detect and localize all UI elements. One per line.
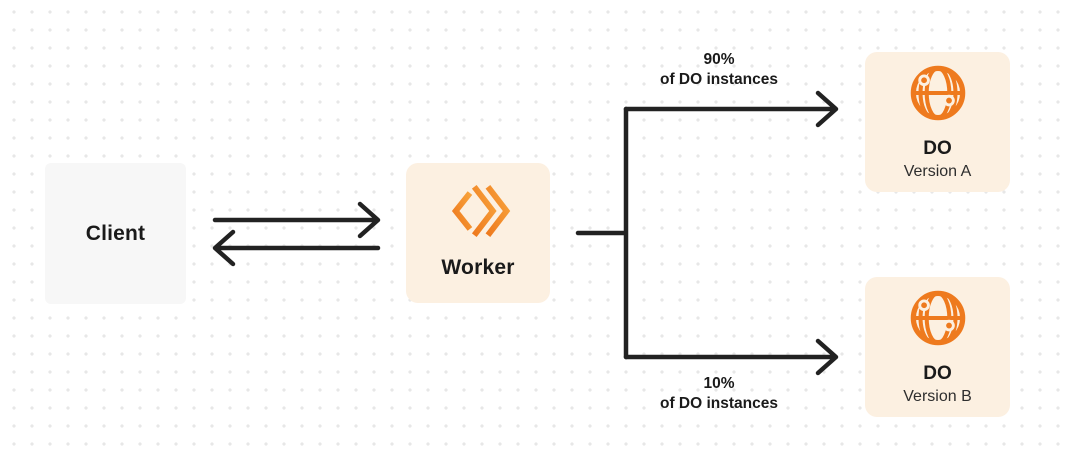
do-version-a-subtitle: Version A [903, 163, 972, 180]
top-branch-label: 90% of DO instances [614, 50, 824, 90]
do-version-b-node: DO Version B [865, 277, 1010, 417]
client-label: Client [85, 221, 146, 245]
globe-icon [910, 290, 965, 346]
worker-label: Worker [441, 256, 515, 279]
globe-icon [910, 65, 965, 121]
do-version-a-title: DO [923, 138, 952, 159]
client-node: Client [45, 163, 186, 304]
bottom-branch-label: 10% of DO instances [614, 374, 824, 414]
do-version-b-title: DO [923, 363, 952, 384]
top-branch-percent: 90% [703, 51, 735, 68]
arrow-to-do-version-b [623, 338, 839, 376]
do-version-b-subtitle: Version B [903, 388, 972, 405]
bottom-branch-caption: of DO instances [660, 395, 778, 412]
do-version-a-node: DO Version A [865, 52, 1010, 192]
top-branch-caption: of DO instances [660, 71, 778, 88]
branch-trunk-line [575, 106, 629, 360]
worker-node: Worker [406, 163, 550, 303]
arrow-client-to-worker [212, 201, 381, 239]
workers-logo-icon [451, 185, 511, 237]
bottom-branch-percent: 10% [703, 375, 735, 392]
arrow-worker-to-client [212, 229, 381, 267]
arrow-to-do-version-a [623, 90, 839, 128]
